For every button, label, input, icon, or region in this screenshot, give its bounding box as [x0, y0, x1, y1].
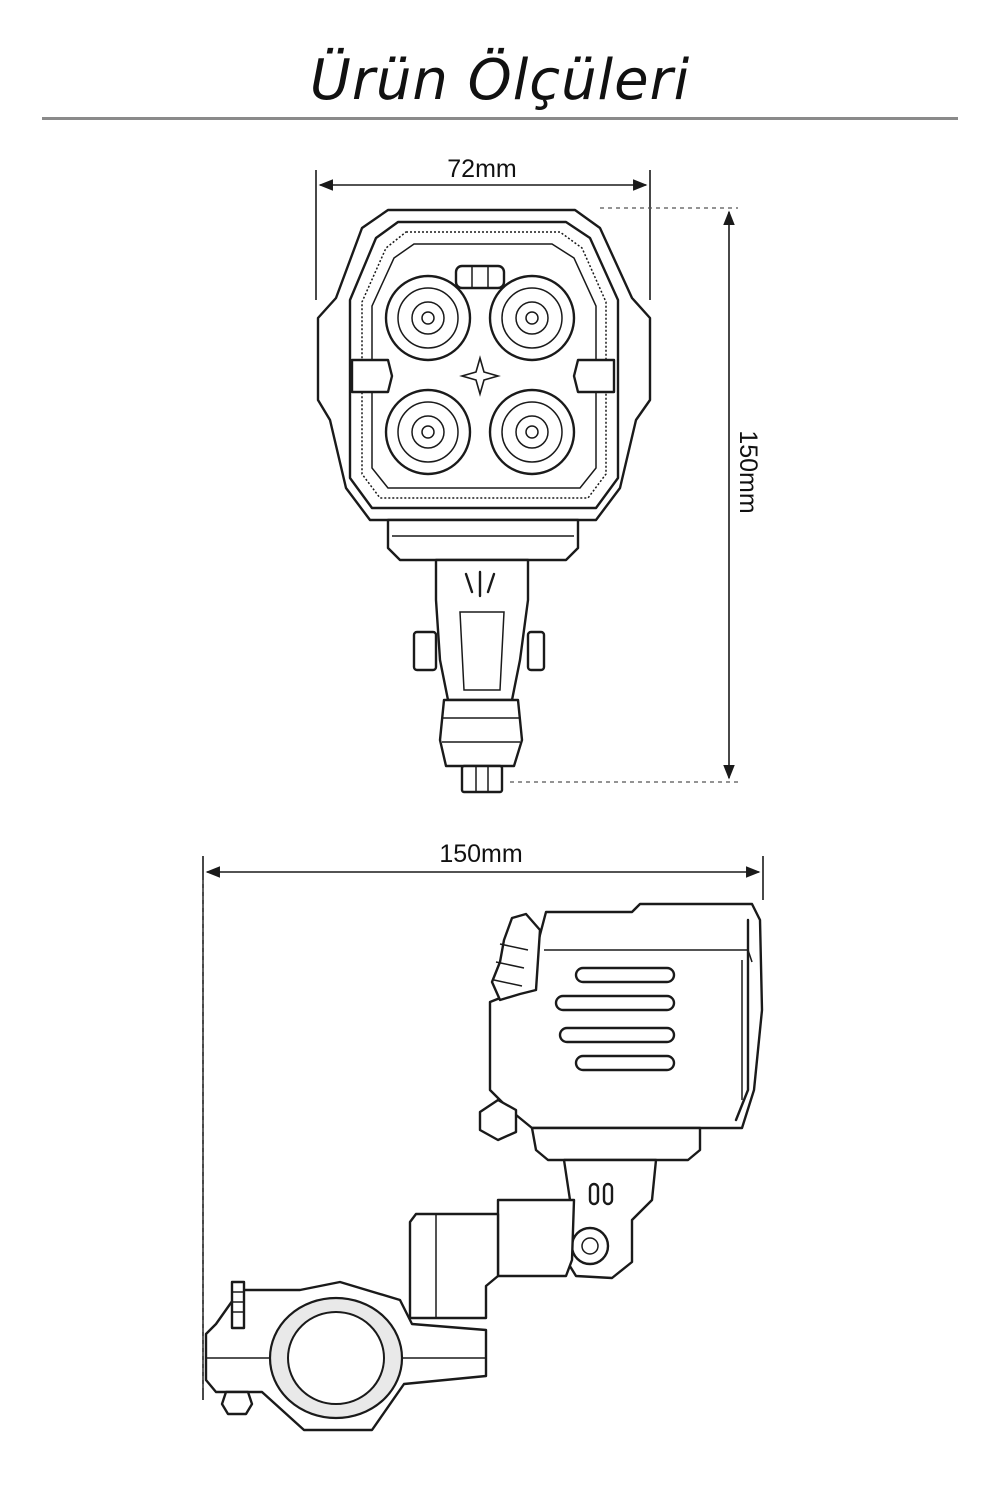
led-lens-bottom-right — [488, 388, 576, 476]
vent-slot — [574, 1054, 676, 1072]
vent-slot — [574, 966, 676, 984]
vent-slot — [558, 1026, 676, 1044]
mount-arm-side — [408, 1158, 658, 1320]
side-length-label: 150mm — [439, 840, 522, 868]
pivot-bolt-icon — [570, 1226, 610, 1266]
led-lenses — [384, 274, 576, 476]
front-width-dimension: 72mm — [315, 155, 651, 300]
front-height-dimension: 150mm — [510, 207, 762, 783]
clamp-bolt — [230, 1280, 246, 1330]
front-view: 72mm 150mm — [315, 155, 762, 794]
led-lens-top-right — [488, 274, 576, 362]
page-title: Ürün Ölçüleri — [309, 48, 691, 113]
vent-slot — [554, 994, 676, 1012]
lamp-housing-side — [478, 902, 764, 1162]
mount-bracket-front — [412, 558, 546, 794]
lamp-housing-front — [316, 208, 652, 562]
star-logo-icon — [459, 355, 501, 397]
led-lens-top-left — [384, 274, 472, 362]
side-view: 150mm — [202, 840, 764, 1432]
front-width-label: 72mm — [447, 155, 516, 183]
cable-gland — [478, 1098, 518, 1142]
side-length-dimension: 150mm — [202, 840, 764, 1400]
title-divider — [42, 117, 958, 120]
led-lens-bottom-left — [384, 388, 472, 476]
clamp-nut — [220, 1390, 254, 1416]
handlebar-clamp — [204, 1280, 488, 1432]
front-height-label: 150mm — [734, 430, 762, 513]
